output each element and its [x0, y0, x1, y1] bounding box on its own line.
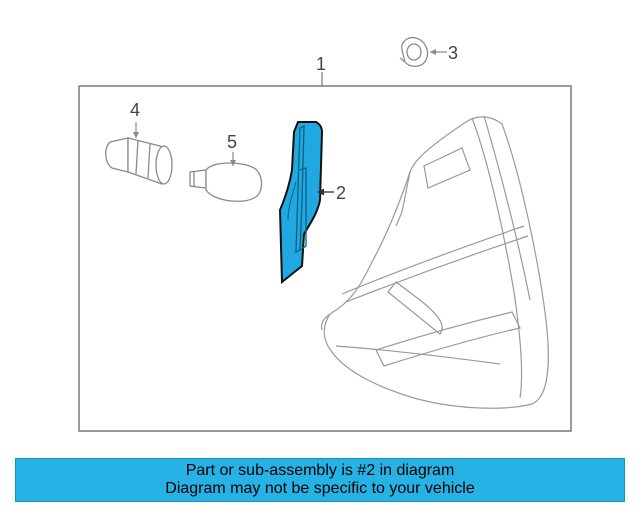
- highlighted-part-2: [278, 121, 324, 285]
- callout-2-label: 2: [336, 183, 346, 203]
- tail-lamp-housing: [320, 115, 549, 409]
- callout-4-label: 4: [130, 100, 140, 120]
- callout-3-label: 3: [448, 43, 458, 63]
- callout-1-label: 1: [316, 54, 326, 74]
- assembly-frame: [78, 85, 572, 432]
- grommet-part: [399, 36, 429, 67]
- callout-5-label: 5: [227, 132, 237, 152]
- caption-line-2: Diagram may not be specific to your vehi…: [165, 480, 475, 497]
- callout-2-arrow: [317, 188, 324, 196]
- caption-line-1: Part or sub-assembly is #2 in diagram: [185, 462, 455, 479]
- bulb-4-part: [105, 137, 173, 185]
- parts-diagram: 1 3 4 5 2: [78, 36, 572, 432]
- bulb-5-part: [189, 162, 263, 202]
- callout-5-arrow: [230, 160, 236, 166]
- callout-3-arrow: [430, 49, 436, 55]
- callout-4-arrow: [133, 132, 139, 138]
- caption-banner: Part or sub-assembly is #2 in diagram Di…: [15, 458, 625, 502]
